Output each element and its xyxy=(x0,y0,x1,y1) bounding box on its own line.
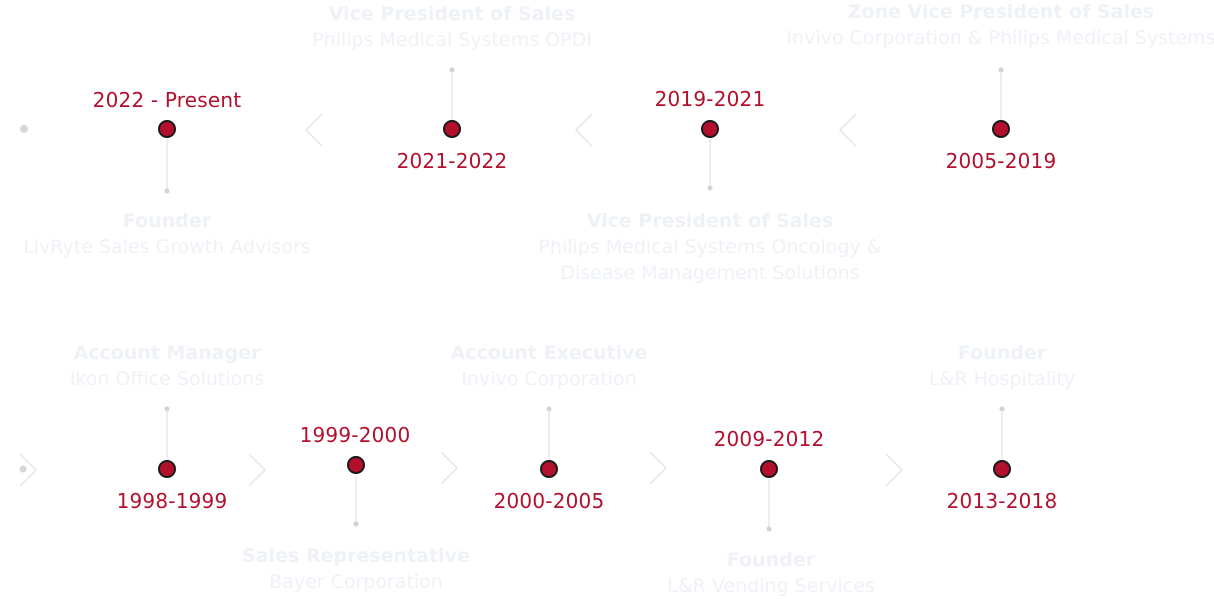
connector-dot xyxy=(766,526,772,532)
organization-name-line2: Disease Management Solutions xyxy=(560,262,860,284)
timeline-node[interactable] xyxy=(701,120,719,138)
entry-details: Zone Vice President of Sales Invivo Corp… xyxy=(786,0,1214,51)
organization-name: Bayer Corporation xyxy=(269,571,443,593)
connector-line xyxy=(1000,70,1002,120)
year-label: 2005-2019 xyxy=(945,149,1057,173)
year-label: 2013-2018 xyxy=(946,489,1058,513)
role-title: Vice President of Sales xyxy=(328,3,576,25)
entry-details: Founder L&R Hospitality xyxy=(929,340,1075,392)
role-title: Zone Vice President of Sales xyxy=(847,1,1155,23)
chevron-right-icon xyxy=(19,453,38,487)
connector-line xyxy=(548,409,550,460)
connector-dot xyxy=(707,185,713,191)
chevron-right-icon xyxy=(440,451,459,485)
role-title: Founder xyxy=(957,342,1047,364)
role-title: Account Manager xyxy=(73,342,261,364)
role-title: Sales Representative xyxy=(242,545,470,567)
organization-name: Invivo Corporation & Philips Medical Sys… xyxy=(786,27,1214,49)
entry-details: Vice President of Sales Philips Medical … xyxy=(312,1,592,53)
entry-details: Founder LivRyte Sales Growth Advisors xyxy=(23,208,311,260)
organization-name: Philips Medical Systems Oncology & xyxy=(538,236,882,258)
year-label: 2021-2022 xyxy=(396,149,508,173)
timeline-start-dot xyxy=(20,125,28,133)
chevron-right-icon xyxy=(649,451,668,485)
connector-line xyxy=(355,475,357,524)
entry-details: Account Executive Invivo Corporation xyxy=(451,340,648,392)
year-label: 1999-2000 xyxy=(299,423,411,447)
timeline-start-dot xyxy=(19,465,27,473)
connector-line xyxy=(166,139,168,191)
year-label: 2022 - Present xyxy=(92,88,242,112)
role-title: Account Executive xyxy=(450,342,648,364)
role-title: Vice President of Sales xyxy=(586,210,834,232)
connector-line xyxy=(709,139,711,188)
connector-line xyxy=(1001,409,1003,460)
connector-line xyxy=(451,70,453,120)
timeline-node[interactable] xyxy=(760,460,778,478)
timeline-node[interactable] xyxy=(158,460,176,478)
entry-details: Founder L&R Vending Services xyxy=(667,547,875,599)
organization-name: L&R Vending Services xyxy=(667,575,875,597)
role-title: Founder xyxy=(726,549,816,571)
connector-dot xyxy=(164,188,170,194)
entry-details: Vice President of Sales Philips Medical … xyxy=(538,208,881,286)
role-title: Founder xyxy=(122,210,212,232)
entry-details: Account Manager Ikon Office Solutions xyxy=(70,340,264,392)
entry-details: Sales Representative Bayer Corporation xyxy=(242,543,470,595)
timeline-node[interactable] xyxy=(347,456,365,474)
chevron-left-icon xyxy=(838,113,857,147)
connector-line xyxy=(768,479,770,529)
organization-name: Ikon Office Solutions xyxy=(69,368,265,390)
year-label: 1998-1999 xyxy=(116,489,228,513)
chevron-right-icon xyxy=(885,453,904,487)
timeline-node[interactable] xyxy=(540,460,558,478)
chevron-left-icon xyxy=(574,113,593,147)
organization-name: L&R Hospitality xyxy=(928,368,1076,390)
year-label: 2009-2012 xyxy=(713,427,825,451)
year-label: 2000-2005 xyxy=(493,489,605,513)
organization-name: Invivo Corporation xyxy=(461,368,637,390)
chevron-left-icon xyxy=(304,113,323,147)
organization-name: Philips Medical Systems OPDI xyxy=(312,29,592,51)
connector-dot xyxy=(353,521,359,527)
timeline-node[interactable] xyxy=(993,460,1011,478)
organization-name: LivRyte Sales Growth Advisors xyxy=(23,236,311,258)
connector-line xyxy=(166,409,168,460)
timeline-node[interactable] xyxy=(992,120,1010,138)
year-label: 2019-2021 xyxy=(654,87,766,111)
timeline-node[interactable] xyxy=(443,120,461,138)
chevron-right-icon xyxy=(248,453,267,487)
timeline-node[interactable] xyxy=(158,120,176,138)
